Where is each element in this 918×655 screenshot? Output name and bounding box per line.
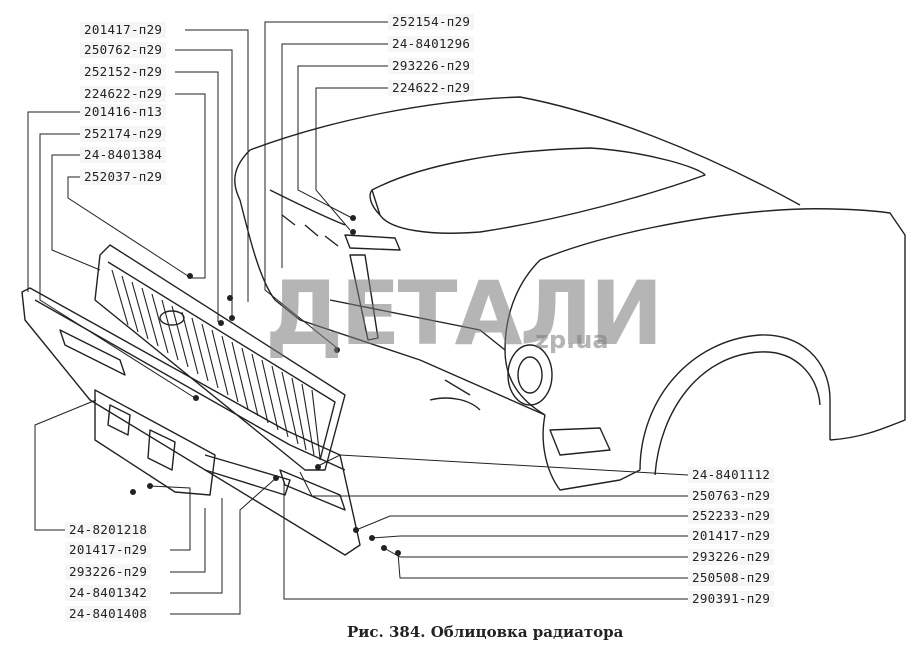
part-label: 201417-п29 bbox=[65, 542, 152, 558]
part-label: 250762-п29 bbox=[80, 42, 167, 58]
part-label: 293226-п29 bbox=[65, 564, 152, 580]
part-label: 24-8401408 bbox=[65, 606, 152, 622]
watermark-text: ДЕТАЛИ bbox=[265, 262, 663, 365]
headlight bbox=[549, 427, 611, 456]
fender-outline bbox=[539, 208, 906, 441]
wheel-arch bbox=[639, 334, 831, 471]
hood-outline bbox=[249, 96, 801, 206]
part-label: 24-8401112 bbox=[688, 467, 775, 483]
hood-panel bbox=[371, 147, 706, 234]
part-label: 24-8401384 bbox=[80, 147, 167, 163]
part-label: 293226-п29 bbox=[388, 58, 475, 74]
part-label: 252152-п29 bbox=[80, 64, 167, 80]
part-label: 252154-п29 bbox=[388, 14, 475, 30]
watermark-domain: zp.ua bbox=[535, 326, 609, 354]
lower-bracket bbox=[94, 389, 216, 496]
part-label: 252174-п29 bbox=[80, 126, 167, 142]
part-label: 252037-п29 bbox=[80, 169, 167, 185]
part-label: 252233-п29 bbox=[688, 508, 775, 524]
grille-emblem bbox=[159, 310, 185, 326]
lower-panel bbox=[21, 287, 361, 556]
grille-frame bbox=[94, 244, 346, 471]
part-label: 250763-п29 bbox=[688, 488, 775, 504]
part-label: 293226-п29 bbox=[688, 549, 775, 565]
part-label: 250508-п29 bbox=[688, 570, 775, 586]
figure-caption: Рис. 384. Облицовка радиатора bbox=[347, 623, 624, 641]
part-label: 224622-п29 bbox=[388, 80, 475, 96]
latch-bracket bbox=[349, 254, 379, 341]
part-label: 24-8201218 bbox=[65, 522, 152, 538]
part-label: 24-8401342 bbox=[65, 585, 152, 601]
part-label: 24-8401296 bbox=[388, 36, 475, 52]
part-label: 224622-п29 bbox=[80, 86, 167, 102]
grille-slats bbox=[111, 269, 321, 459]
part-label: 290391-п29 bbox=[688, 591, 775, 607]
part-label: 201417-п29 bbox=[688, 528, 775, 544]
part-label: 201417-п29 bbox=[80, 22, 167, 38]
part-label: 201416-п13 bbox=[80, 104, 167, 120]
